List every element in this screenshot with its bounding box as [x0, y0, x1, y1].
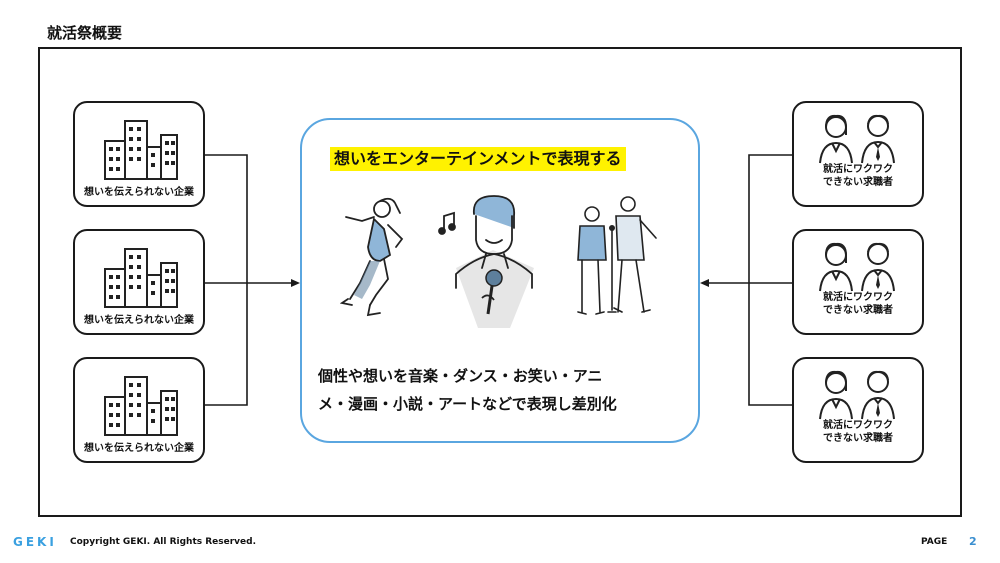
- headline: 想いをエンターテインメントで表現する: [330, 147, 626, 171]
- buildings-icon: [104, 376, 178, 436]
- company-card: 想いを伝えられない企業: [73, 229, 205, 335]
- job-seeker-label-line1: 就活にワクワク: [823, 292, 893, 303]
- geki-logo: GEKI: [13, 535, 57, 549]
- comedy-duo-icon: [577, 196, 657, 315]
- company-label: 想いを伝えられない企業: [84, 315, 194, 326]
- job-seeker-label-line1: 就活にワクワク: [823, 164, 893, 175]
- job-seeker-card: 就活にワクワク できない求職者: [792, 357, 924, 463]
- company-label: 想いを伝えられない企業: [84, 187, 194, 198]
- page-label: PAGE: [921, 537, 948, 547]
- job-seeker-label-line1: 就活にワクワク: [823, 420, 893, 431]
- company-card: 想いを伝えられない企業: [73, 101, 205, 207]
- slide-title: 就活祭概要: [47, 24, 123, 42]
- page-number: 2: [969, 535, 977, 548]
- company-card: 想いを伝えられない企業: [73, 357, 205, 463]
- description-line1: 個性や想いを音楽・ダンス・お笑い・アニ: [318, 367, 603, 385]
- job-seeker-card: 就活にワクワク できない求職者: [792, 101, 924, 207]
- job-seeker-label-line2: できない求職者: [823, 305, 893, 316]
- description-line2: メ・漫画・小説・アートなどで表現し差別化: [318, 395, 617, 413]
- buildings-icon: [104, 248, 178, 308]
- job-seeker-label-line2: できない求職者: [823, 433, 893, 444]
- people-icon: [819, 370, 895, 420]
- buildings-icon: [104, 120, 178, 180]
- people-icon: [819, 114, 895, 164]
- dancer-icon: [340, 197, 404, 317]
- job-seeker-label-line2: できない求職者: [823, 177, 893, 188]
- people-icon: [819, 242, 895, 292]
- content-frame: [38, 47, 962, 517]
- job-seeker-card: 就活にワクワク できない求職者: [792, 229, 924, 335]
- company-label: 想いを伝えられない企業: [84, 443, 194, 454]
- singer-icon: [438, 195, 534, 328]
- copyright: Copyright GEKI. All Rights Reserved.: [70, 537, 257, 547]
